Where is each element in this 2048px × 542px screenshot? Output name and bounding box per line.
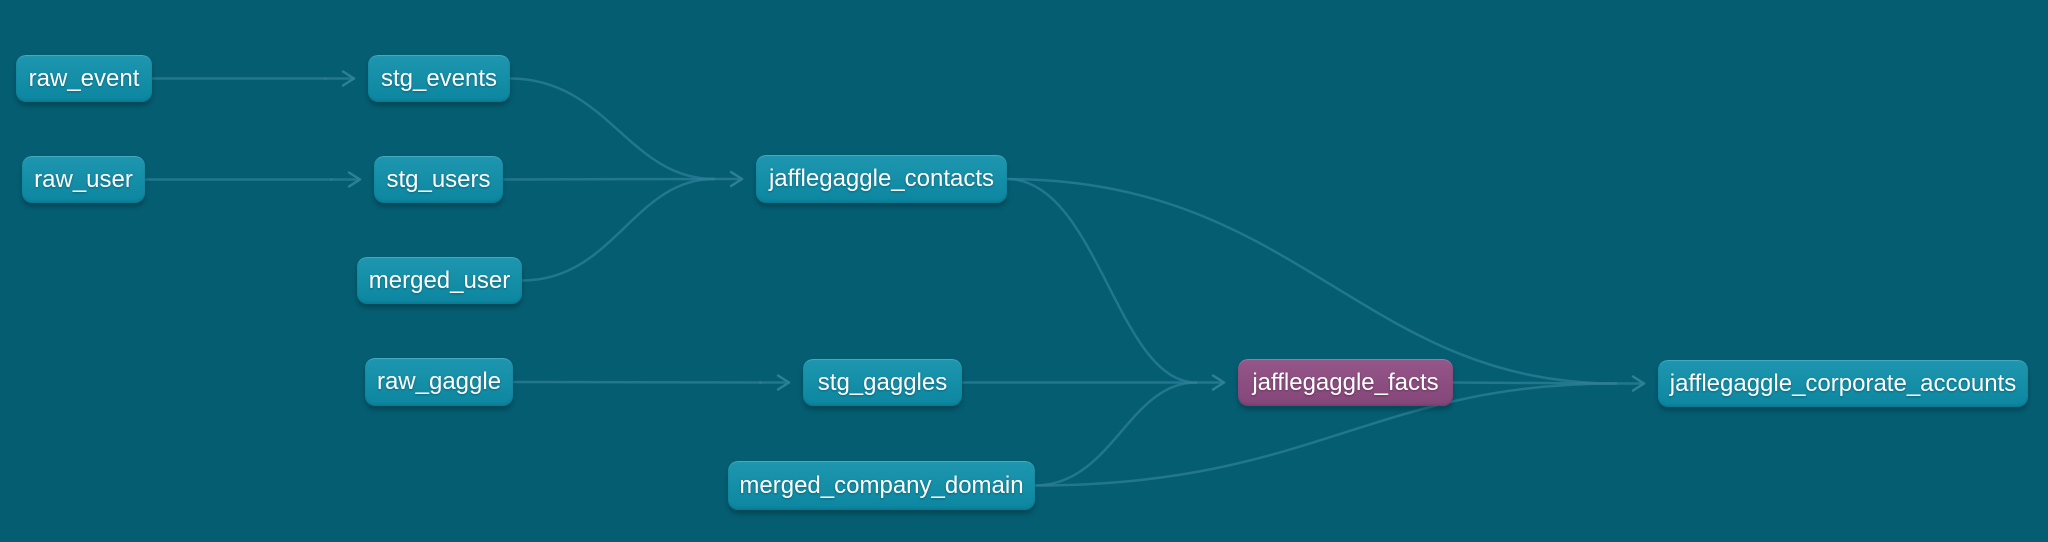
- graph-node-jafflegaggle_facts[interactable]: jafflegaggle_facts: [1238, 359, 1453, 406]
- graph-node-label: raw_user: [34, 165, 133, 193]
- graph-node-stg_events[interactable]: stg_events: [368, 55, 510, 102]
- graph-node-raw_event[interactable]: raw_event: [16, 55, 152, 102]
- graph-node-label: stg_events: [380, 64, 498, 92]
- graph-node-jafflegaggle_corporate_accounts[interactable]: jafflegaggle_corporate_accounts: [1658, 360, 2028, 407]
- graph-node-stg_users[interactable]: stg_users: [374, 156, 503, 203]
- graph-node-merged_user[interactable]: merged_user: [357, 257, 522, 304]
- edge-raw_gaggle-to-stg_gaggles: [511, 380, 763, 384]
- edge-merged_user-to-jafflegaggle_contacts: [520, 177, 716, 282]
- edge-merged_company_domain-to-jafflegaggle_facts: [1033, 381, 1198, 487]
- graph-node-label: stg_gaggles: [817, 368, 948, 396]
- edge-jafflegaggle_contacts-to-jafflegaggle_facts: [1005, 177, 1198, 384]
- graph-node-label: jafflegaggle_corporate_accounts: [1669, 369, 2017, 397]
- edge-stg_events-to-jafflegaggle_contacts: [508, 77, 716, 181]
- graph-node-raw_gaggle[interactable]: raw_gaggle: [365, 358, 513, 406]
- graph-node-label: merged_company_domain: [739, 471, 1024, 499]
- graph-node-label: stg_users: [386, 165, 491, 193]
- edge-stg_users-to-jafflegaggle_contacts: [501, 177, 716, 181]
- edge-jafflegaggle_contacts-to-jafflegaggle_corporate_accounts: [1005, 177, 1618, 385]
- graph-node-raw_user[interactable]: raw_user: [22, 156, 145, 203]
- graph-node-label: jafflegaggle_facts: [1252, 368, 1439, 396]
- graph-node-label: raw_event: [28, 64, 140, 92]
- graph-node-stg_gaggles[interactable]: stg_gaggles: [803, 359, 962, 406]
- graph-node-label: merged_user: [368, 266, 511, 294]
- graph-node-jafflegaggle_contacts[interactable]: jafflegaggle_contacts: [756, 155, 1007, 203]
- graph-node-label: raw_gaggle: [376, 368, 502, 395]
- graph-node-merged_company_domain[interactable]: merged_company_domain: [728, 461, 1035, 510]
- graph-node-label: jafflegaggle_contacts: [768, 165, 995, 192]
- edge-jafflegaggle_facts-to-jafflegaggle_corporate_accounts: [1451, 381, 1618, 385]
